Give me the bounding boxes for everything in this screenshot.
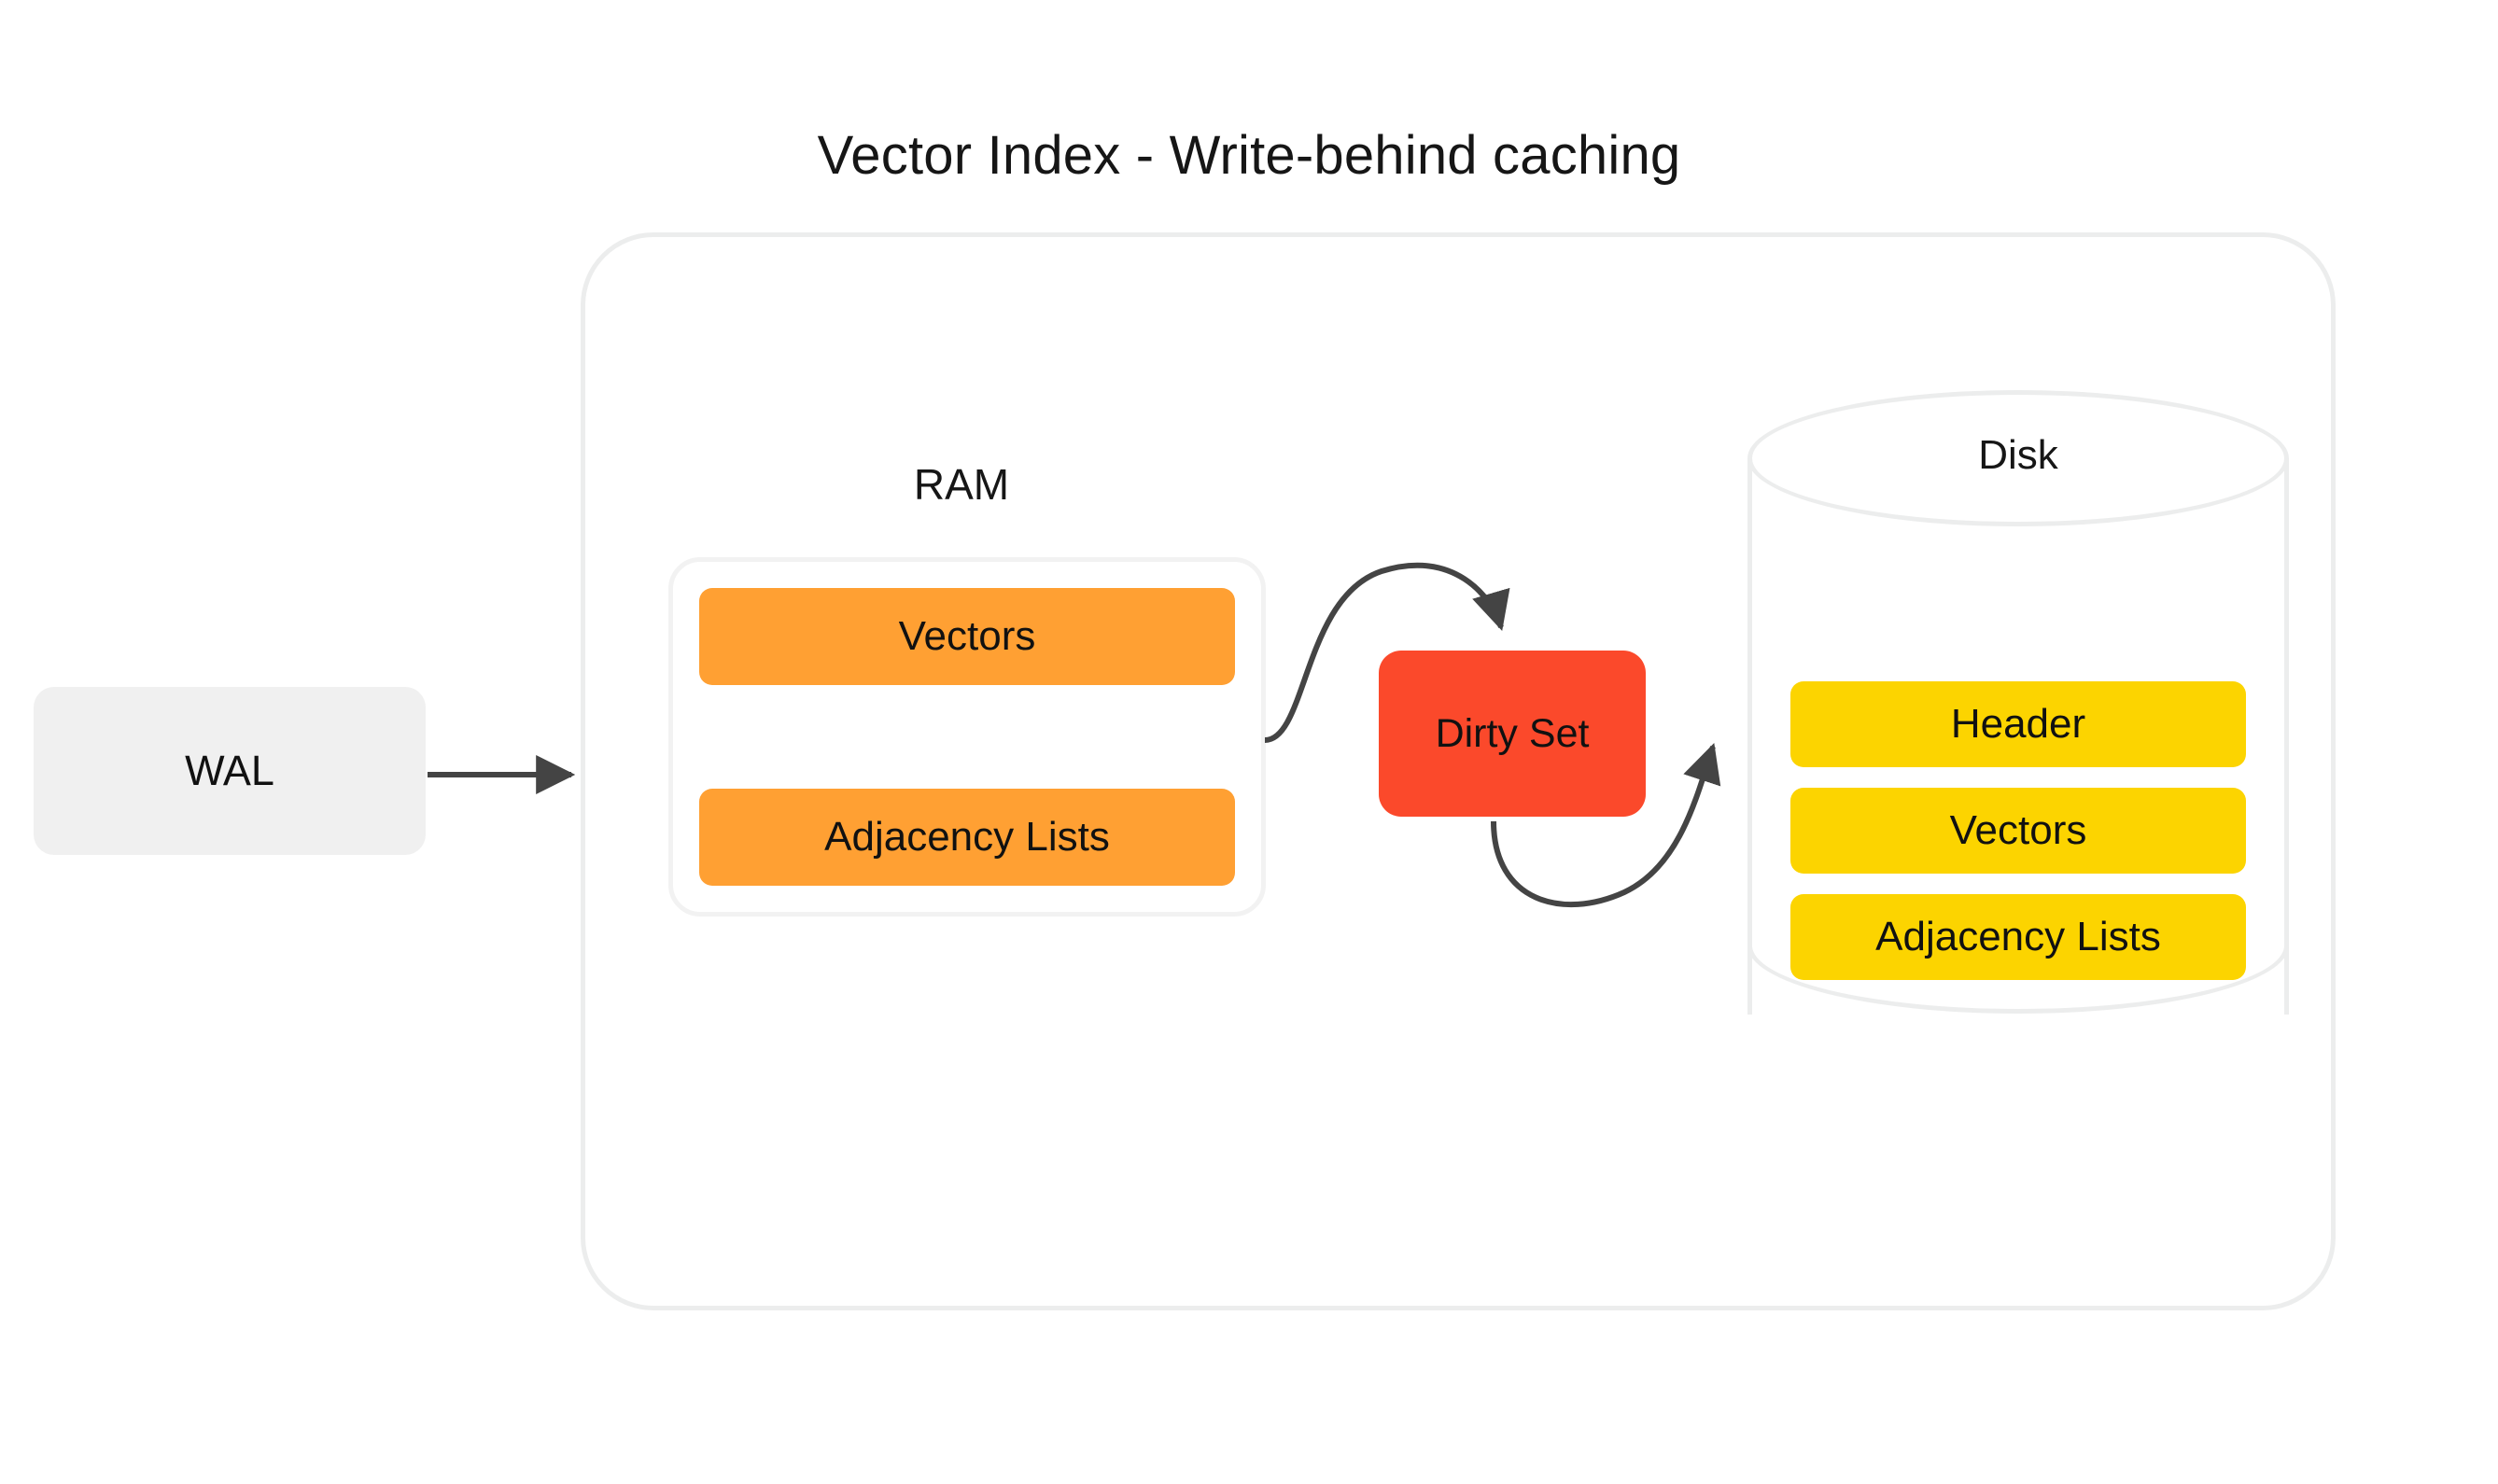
ram-item-vectors[interactable]: Vectors xyxy=(699,588,1235,685)
page-title: Vector Index - Write-behind caching xyxy=(817,125,1681,186)
disk-item-adjacency-lists[interactable]: Adjacency Lists xyxy=(1790,894,2246,980)
disk-item-vectors[interactable]: Vectors xyxy=(1790,788,2246,874)
disk-item-adjacency-lists-label: Adjacency Lists xyxy=(1875,914,2161,959)
node-dirty-set-label: Dirty Set xyxy=(1435,710,1590,756)
ram-item-adjacency-lists-label: Adjacency Lists xyxy=(824,814,1110,860)
disk-item-header-label: Header xyxy=(1950,701,2086,747)
ram-item-vectors-label: Vectors xyxy=(898,613,1036,659)
ram-item-adjacency-lists[interactable]: Adjacency Lists xyxy=(699,789,1235,886)
disk-cylinder-top xyxy=(1747,390,2289,526)
disk-item-header[interactable]: Header xyxy=(1790,681,2246,767)
node-ram-container: Vectors Adjacency Lists xyxy=(668,557,1266,917)
disk-group-label: Disk xyxy=(1978,432,2058,478)
ram-group-label: RAM xyxy=(913,460,1010,509)
node-dirty-set[interactable]: Dirty Set xyxy=(1379,651,1646,817)
disk-items-list: Header Vectors Adjacency Lists xyxy=(1790,681,2246,980)
disk-item-vectors-label: Vectors xyxy=(1949,807,2087,853)
node-disk[interactable]: Disk Header Vectors Adjacency Lists xyxy=(1747,390,2289,1081)
node-wal[interactable]: WAL xyxy=(34,687,426,855)
node-wal-label: WAL xyxy=(185,747,274,794)
